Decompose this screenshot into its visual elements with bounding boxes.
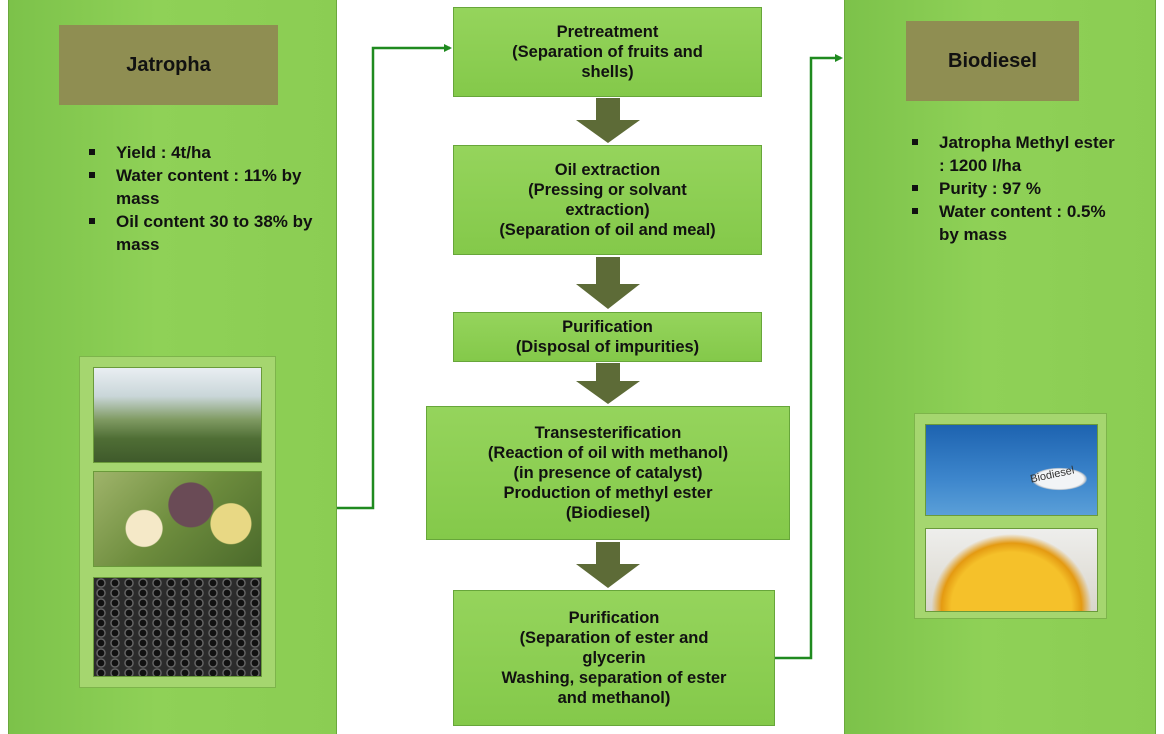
step-line: (Separation of fruits and — [512, 43, 703, 61]
down-arrow-icon — [576, 363, 640, 404]
step-line: (Separation of oil and meal) — [499, 221, 716, 239]
step-line: Purification — [568, 609, 660, 627]
biodiesel-title: Biodiesel — [906, 21, 1079, 101]
bullet-icon — [912, 185, 918, 191]
step-line: extraction) — [565, 201, 650, 219]
step-line: Production of methyl ester — [503, 484, 713, 502]
bullet-icon — [89, 149, 95, 155]
step-line: Washing, separation of ester — [501, 669, 727, 687]
step-line: (Biodiesel) — [565, 504, 651, 522]
jatropha-fruit-photo — [93, 471, 262, 567]
biodiesel-tank-photo: Biodiesel — [925, 424, 1098, 516]
biodiesel-flask-photo — [925, 528, 1098, 612]
bullet-icon — [89, 172, 95, 178]
biodiesel-panel: Biodiesel Jatropha Methyl ester : 1200 l… — [844, 0, 1156, 734]
jatropha-title: Jatropha — [59, 25, 278, 105]
step-line: (in presence of catalyst) — [513, 464, 703, 482]
list-item: Jatropha Methyl ester : 1200 l/ha — [912, 131, 1122, 177]
biodiesel-properties-list: Jatropha Methyl ester : 1200 l/ha Purity… — [912, 131, 1122, 246]
step-line: glycerin — [582, 649, 646, 667]
step-line: Purification — [562, 318, 653, 336]
step-line: (Reaction of oil with methanol) — [487, 444, 729, 462]
jatropha-tree-photo — [93, 367, 262, 463]
down-arrow-icon — [576, 542, 640, 588]
step-line: Oil extraction — [554, 161, 661, 179]
connector-jatropha-to-pretreatment — [337, 44, 452, 510]
jatropha-photo-frame — [79, 356, 276, 688]
step-line: (Separation of ester and — [519, 629, 709, 647]
connector-purification-to-biodiesel — [775, 54, 843, 660]
step-pretreatment: Pretreatment (Separation of fruits and s… — [453, 7, 762, 97]
list-item: Purity : 97 % — [912, 177, 1122, 200]
down-arrow-icon — [576, 257, 640, 309]
step-line: (Pressing or solvant — [528, 181, 687, 199]
step-line: shells) — [581, 63, 634, 81]
biodiesel-photo-frame: Biodiesel — [914, 413, 1107, 619]
bullet-icon — [912, 139, 918, 145]
jatropha-properties-list: Yield : 4t/ha Water content : 11% by mas… — [89, 141, 319, 256]
step-oil-extraction: Oil extraction (Pressing or solvant extr… — [453, 145, 762, 255]
list-item: Water content : 0.5% by mass — [912, 200, 1122, 246]
step-purification-impurities: Purification (Disposal of impurities) — [453, 312, 762, 362]
step-line: Pretreatment — [556, 23, 659, 41]
down-arrow-icon — [576, 98, 640, 143]
step-line: (Disposal of impurities) — [515, 338, 700, 356]
step-line: and methanol) — [557, 689, 671, 707]
jatropha-seeds-photo — [93, 577, 262, 677]
list-item: Oil content 30 to 38% by mass — [89, 210, 319, 256]
list-item: Yield : 4t/ha — [89, 141, 319, 164]
step-purification-washing: Purification (Separation of ester and gl… — [453, 590, 775, 726]
bullet-icon — [912, 208, 918, 214]
list-item: Water content : 11% by mass — [89, 164, 319, 210]
bullet-icon — [89, 218, 95, 224]
step-transesterification: Transesterification (Reaction of oil wit… — [426, 406, 790, 540]
jatropha-panel: Jatropha Yield : 4t/ha Water content : 1… — [8, 0, 337, 734]
step-line: Transesterification — [534, 424, 682, 442]
